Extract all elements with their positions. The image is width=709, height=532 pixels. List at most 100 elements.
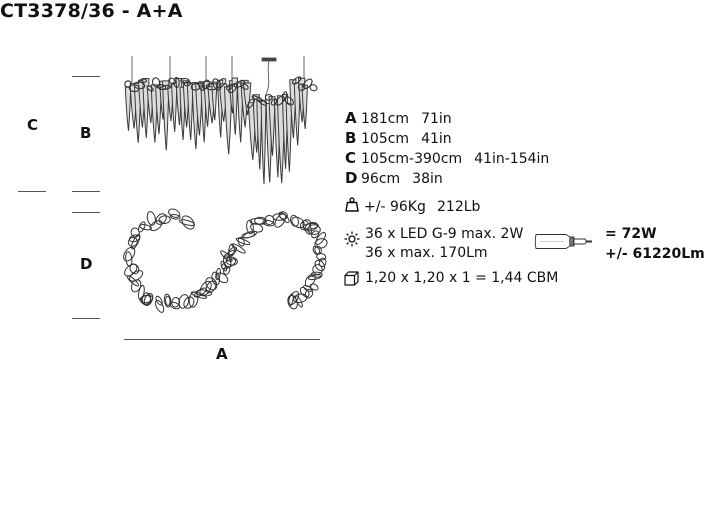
knot-loop <box>221 258 237 270</box>
knot-loop <box>212 78 222 91</box>
knot-loop <box>146 85 154 92</box>
knot-loop <box>133 81 146 90</box>
knot-loop <box>140 294 152 305</box>
knot-loop <box>314 259 326 272</box>
knot-loop <box>126 275 140 287</box>
dimension-imperial: 71in <box>421 111 452 127</box>
knot-loop <box>264 215 275 225</box>
dimension-key: C <box>345 149 357 167</box>
knot-loop <box>159 84 173 91</box>
dimension-line-d-top <box>72 212 100 213</box>
knot-loop <box>183 81 192 87</box>
knot-loop <box>165 295 171 306</box>
knot-loop <box>181 215 195 230</box>
dimension-imperial: 41in <box>421 131 452 147</box>
dimension-imperial: 38in <box>412 171 443 187</box>
knot-loop <box>284 96 294 106</box>
knot-loop <box>254 216 267 225</box>
chandelier-side-view <box>124 56 318 185</box>
dimension-line-b-top <box>72 76 100 77</box>
knot-loop <box>309 84 318 92</box>
dimension-label-d: D <box>80 255 93 273</box>
knot-loop <box>215 267 221 280</box>
knot-loop <box>216 78 227 89</box>
knot-loop <box>246 219 254 235</box>
knot-loop <box>278 212 290 223</box>
dimension-imperial: 41in-154in <box>474 151 550 167</box>
knot-loop <box>205 277 218 291</box>
knot-loop <box>256 97 267 106</box>
knot-loop <box>199 280 212 297</box>
knot-loop <box>169 214 181 220</box>
knot-loop <box>143 292 154 307</box>
dimension-line-b-bottom <box>72 191 100 192</box>
knot-loop <box>129 263 140 275</box>
knot-loop <box>198 80 205 92</box>
crystal-drop <box>242 82 252 116</box>
knot-loop <box>288 293 294 307</box>
knot-loop <box>304 273 316 288</box>
knot-loop <box>309 283 319 291</box>
knot-loop <box>158 215 171 225</box>
dimension-metric: 181cm <box>361 111 410 127</box>
dimension-key: A <box>345 109 357 127</box>
knot-loop <box>297 83 306 92</box>
knot-loop <box>173 77 180 88</box>
chandelier-top-view <box>123 208 328 313</box>
knot-loop <box>228 243 235 257</box>
dimension-metric: 105cm <box>361 131 410 147</box>
knot-loop <box>123 246 136 262</box>
knot-loop <box>163 293 172 308</box>
dimension-metric: 96cm <box>361 171 401 187</box>
dimension-label-c: C <box>27 116 39 134</box>
knot-loop <box>201 79 210 90</box>
product-code: CT3378/36 - A+A <box>0 0 183 22</box>
knot-loop <box>290 214 299 227</box>
packaging-volume: 1,20 x 1,20 x 1 = 1,44 CBM <box>365 270 559 286</box>
dimension-key: B <box>345 129 357 147</box>
knot-loop <box>314 238 328 249</box>
knot-loop <box>130 227 140 238</box>
dimension-line-a <box>124 339 320 340</box>
knot-loop <box>316 253 327 261</box>
g9-bulb-icon <box>534 234 592 249</box>
knot-loop <box>190 83 201 91</box>
dimension-label-b: B <box>80 124 92 142</box>
crystal-drop <box>260 99 267 185</box>
weight-metric: +/- 96Kg <box>364 199 426 215</box>
lighting-line-1: 36 x LED G-9 max. 2W <box>365 226 524 242</box>
knot-loop <box>262 219 275 227</box>
knot-loop <box>220 250 233 263</box>
knot-loop <box>139 78 148 83</box>
knot-loop <box>311 230 320 239</box>
dimension-line-d-bottom <box>72 318 100 319</box>
knot-loop <box>264 94 273 101</box>
crystal-drop <box>285 102 293 172</box>
knot-loop <box>291 76 302 85</box>
dimension-key: D <box>345 169 358 187</box>
knot-loop <box>228 83 238 94</box>
knot-loop <box>216 272 229 284</box>
knot-loop <box>312 264 323 275</box>
knot-loop <box>130 233 141 250</box>
total-lumen: +/- 61220Lm <box>605 246 705 262</box>
total-power: = 72W <box>605 226 657 242</box>
knot-loop <box>307 224 321 235</box>
knot-loop <box>129 270 144 282</box>
crystal-drop <box>211 81 218 121</box>
weight-icon <box>345 197 359 212</box>
knot-loop <box>315 232 327 245</box>
knot-loop <box>240 82 249 90</box>
knot-loop <box>127 236 138 247</box>
package-box-icon <box>344 271 359 286</box>
knot-loop <box>237 236 245 247</box>
knot-loop <box>155 295 163 306</box>
light-bulb-icon <box>344 231 360 247</box>
knot-loop <box>178 294 190 309</box>
knot-loop <box>169 301 181 310</box>
dimension-label-a: A <box>216 345 228 363</box>
